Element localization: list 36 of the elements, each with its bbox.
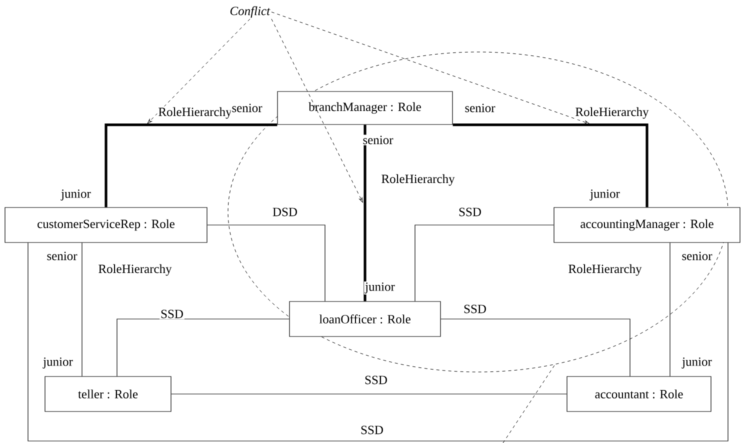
edge-label: SSD (160, 308, 184, 320)
connector-line (452, 124, 648, 208)
edge-label: DSD (272, 206, 298, 218)
role-box: teller : Role (44, 376, 172, 412)
connector-line (440, 318, 630, 376)
arrow (147, 18, 250, 124)
edge-label: RoleHierarchy (380, 173, 456, 187)
connector-line (28, 242, 728, 442)
role-box: accountant : Role (566, 376, 712, 412)
edge-label: SSD (458, 206, 482, 218)
role-end-label: senior (464, 102, 496, 114)
connector-line (364, 124, 366, 302)
role-end-label: senior (680, 250, 714, 262)
role-end-label: senior (46, 250, 78, 262)
arrow (271, 18, 363, 203)
role-end-label: junior (42, 356, 74, 370)
arrow (271, 12, 590, 124)
connector-line (414, 224, 554, 302)
role-end-label: senior (362, 134, 394, 146)
edge-label: SSD (364, 374, 388, 386)
role-box: loanOfficer : Role (289, 301, 441, 337)
edge-label: SSD (462, 304, 488, 314)
role-end-label: junior (681, 356, 713, 370)
role-box: accountingManager : Role (554, 207, 740, 243)
edge-label: SSD (360, 424, 384, 436)
connector-line (104, 124, 278, 208)
role-box: customerServiceRep : Role (4, 207, 208, 243)
edge-label: RoleHierarchy (574, 106, 650, 120)
role-box: branchManager : Role (277, 91, 453, 125)
connector-line (116, 318, 290, 376)
edge-label: RoleHierarchy (97, 263, 173, 277)
role-end-label: junior (364, 282, 396, 294)
annotation-text: Conflict (230, 6, 270, 18)
connector-line (207, 224, 326, 302)
edge-label: RoleHierarchy (567, 263, 643, 277)
role-end-label: senior (230, 102, 264, 114)
